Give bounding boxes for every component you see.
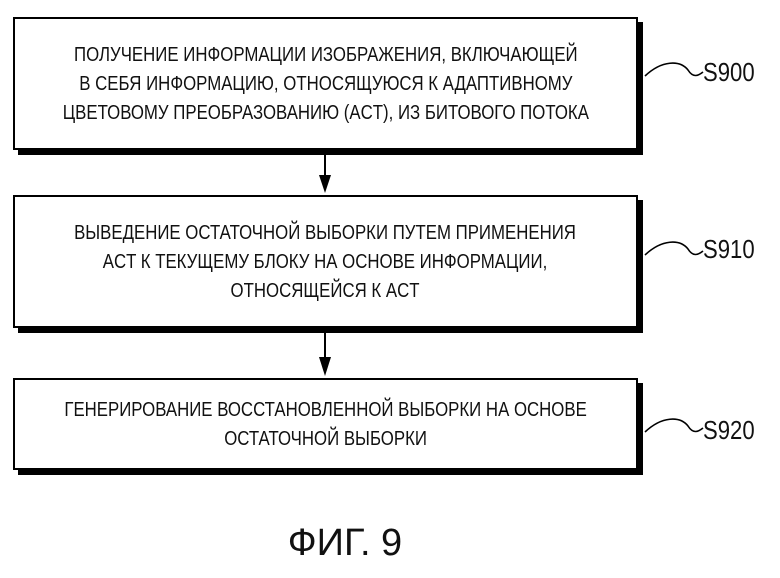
step-label-s910: S910 <box>703 234 755 265</box>
leader-line-s910 <box>645 242 703 255</box>
arrow-s900-to-s910 <box>319 155 331 193</box>
leader-line-s900 <box>645 63 703 76</box>
figure-caption: ФИГ. 9 <box>0 522 690 565</box>
leader-line-s920 <box>645 419 703 432</box>
arrow-s910-to-s920 <box>319 333 331 376</box>
step-label-s900: S900 <box>703 57 755 88</box>
step-label-s920: S920 <box>703 415 755 446</box>
